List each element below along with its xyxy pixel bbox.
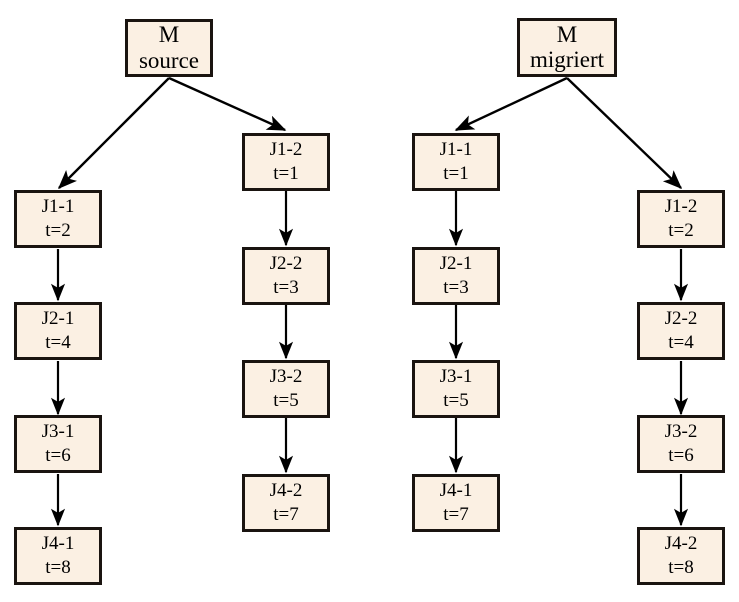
node-label-line2: t=7 bbox=[443, 504, 469, 525]
node-label-line2: t=8 bbox=[45, 557, 71, 578]
node-label-line1: J2-1 bbox=[439, 252, 473, 274]
node-label-line2: t=3 bbox=[443, 277, 469, 298]
node-label-line1: J3-2 bbox=[269, 365, 303, 387]
node-m-migriert[interactable]: M migriert bbox=[517, 18, 617, 77]
node-mig-j2-2[interactable]: J2-2 t=4 bbox=[637, 302, 725, 360]
node-label-line1: J4-1 bbox=[439, 479, 473, 501]
node-label-line1: J2-2 bbox=[664, 307, 698, 329]
node-label-line2: t=1 bbox=[273, 163, 299, 184]
node-label-line1: J2-2 bbox=[269, 252, 303, 274]
edge-msource-to-src-j1-2 bbox=[168, 76, 287, 132]
node-label-line1: M bbox=[556, 21, 578, 47]
node-label-line2: migriert bbox=[529, 47, 605, 72]
node-mig-j2-1[interactable]: J2-1 t=3 bbox=[412, 247, 500, 305]
node-src-j4-2[interactable]: J4-2 t=7 bbox=[242, 474, 330, 532]
node-label-line1: J4-2 bbox=[664, 532, 698, 554]
node-label-line2: t=7 bbox=[273, 504, 299, 525]
node-label-line1: J3-1 bbox=[439, 365, 473, 387]
node-label-line2: t=6 bbox=[668, 445, 694, 466]
node-label-line1: J3-1 bbox=[41, 420, 75, 442]
node-mig-j4-1[interactable]: J4-1 t=7 bbox=[412, 474, 500, 532]
node-label-line1: M bbox=[158, 22, 180, 48]
node-label-line2: t=8 bbox=[668, 557, 694, 578]
node-label-line2: t=5 bbox=[443, 390, 469, 411]
node-label-line2: t=3 bbox=[273, 277, 299, 298]
node-m-source[interactable]: M source bbox=[125, 19, 213, 77]
node-mig-j3-1[interactable]: J3-1 t=5 bbox=[412, 360, 500, 418]
node-label-line2: t=5 bbox=[273, 390, 299, 411]
node-mig-j4-2[interactable]: J4-2 t=8 bbox=[637, 527, 725, 585]
node-mig-j1-2[interactable]: J1-2 t=2 bbox=[637, 190, 725, 248]
node-label-line1: J2-1 bbox=[41, 307, 75, 329]
node-src-j3-2[interactable]: J3-2 t=5 bbox=[242, 360, 330, 418]
edge-mmigriert-to-mig-j1-2 bbox=[566, 77, 683, 189]
node-label-line2: t=4 bbox=[668, 332, 694, 353]
node-label-line2: source bbox=[138, 47, 200, 73]
node-label-line1: J1-1 bbox=[41, 195, 75, 217]
node-src-j2-1[interactable]: J2-1 t=4 bbox=[14, 302, 102, 360]
node-src-j1-1[interactable]: J1-1 t=2 bbox=[14, 190, 102, 248]
node-label-line2: t=1 bbox=[443, 163, 469, 184]
edge-msource-to-src-j1-1 bbox=[57, 77, 170, 190]
node-mig-j1-1[interactable]: J1-1 t=1 bbox=[412, 133, 500, 191]
node-label-line1: J1-1 bbox=[439, 138, 473, 160]
node-label-line2: t=2 bbox=[45, 220, 71, 241]
node-label-line1: J1-2 bbox=[269, 138, 303, 160]
node-label-line1: J4-1 bbox=[41, 532, 75, 554]
node-src-j1-2[interactable]: J1-2 t=1 bbox=[242, 133, 330, 191]
node-src-j3-1[interactable]: J3-1 t=6 bbox=[14, 415, 102, 473]
node-label-line1: J4-2 bbox=[269, 479, 303, 501]
node-label-line2: t=4 bbox=[45, 332, 71, 353]
node-label-line2: t=2 bbox=[668, 220, 694, 241]
node-label-line2: t=6 bbox=[45, 445, 71, 466]
node-src-j2-2[interactable]: J2-2 t=3 bbox=[242, 247, 330, 305]
edge-mmigriert-to-mig-j1-1 bbox=[454, 76, 568, 132]
node-src-j4-1[interactable]: J4-1 t=8 bbox=[14, 527, 102, 585]
node-label-line1: J3-2 bbox=[664, 420, 698, 442]
node-label-line1: J1-2 bbox=[664, 195, 698, 217]
node-mig-j3-2[interactable]: J3-2 t=6 bbox=[637, 415, 725, 473]
